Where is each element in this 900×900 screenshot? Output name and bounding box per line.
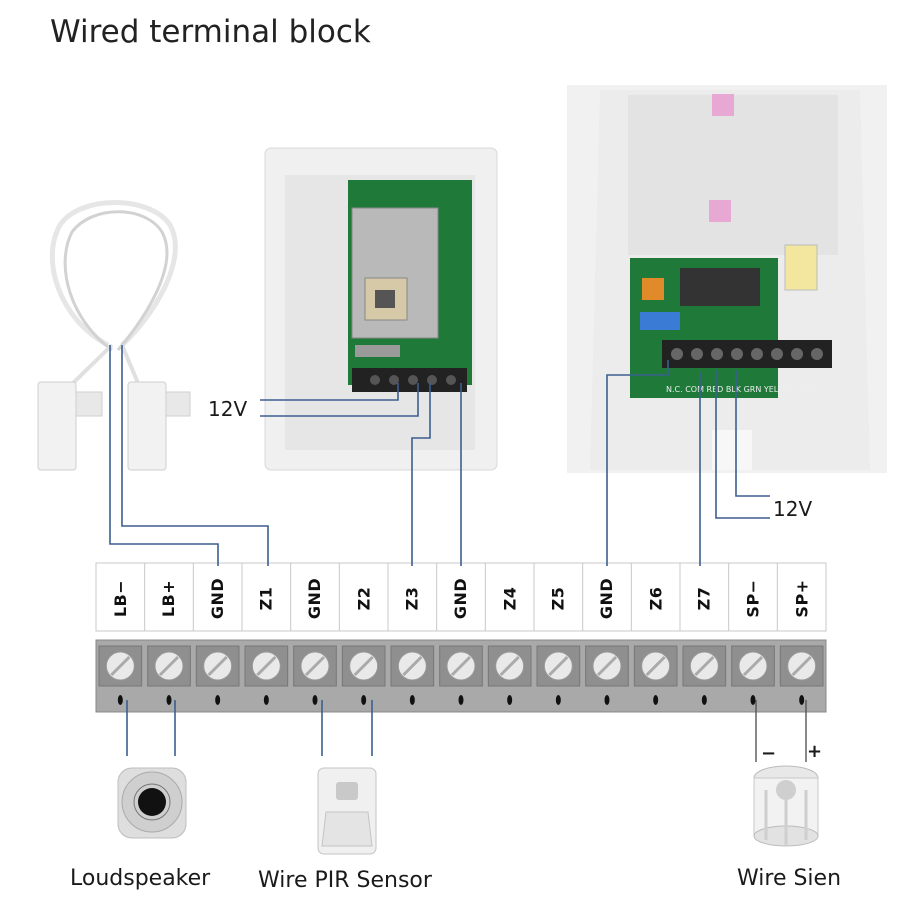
- pir-board-image: [264, 147, 498, 471]
- siren-caption: Wire Sien: [737, 866, 842, 891]
- screw-slot-icon: [110, 655, 131, 677]
- screw-slot-icon: [499, 655, 520, 677]
- terminal-label: Z2: [339, 566, 388, 630]
- wire-pir-12v-b: [260, 383, 419, 417]
- screw-slot-icon: [304, 655, 326, 677]
- terminal-label-text: GND: [597, 577, 617, 619]
- terminal-label: SP+: [777, 566, 826, 630]
- terminal-label-text: LB+: [159, 579, 179, 617]
- terminal-wire-hole: [701, 695, 707, 705]
- terminal-wire-hole: [409, 695, 415, 705]
- terminal-label: GND: [193, 566, 242, 630]
- terminal-label-text: Z3: [402, 586, 422, 610]
- pir-caption: Wire PIR Sensor: [258, 868, 432, 893]
- pir-voltage-label: 12V: [208, 397, 248, 421]
- terminal-block: [95, 562, 827, 713]
- terminal-wire-hole: [117, 695, 123, 705]
- loudspeaker-image: [117, 767, 187, 839]
- loudspeaker-caption: Loudspeaker: [70, 866, 211, 891]
- detector-board-image: N.C. COM RED BLK GRN YEL TMP TMP: [567, 85, 887, 473]
- terminal-label: GND: [437, 566, 486, 630]
- screw-slot-icon: [207, 655, 228, 677]
- screw-slot-icon: [450, 655, 472, 677]
- terminal-label-text: Z2: [354, 586, 374, 610]
- terminal-label-text: GND: [305, 577, 325, 619]
- wire-pir-z3: [411, 383, 431, 566]
- screw-slot-icon: [596, 655, 618, 677]
- terminal-label-text: SP+: [792, 578, 812, 618]
- terminal-label-text: LB−: [110, 579, 130, 617]
- terminal-label: LB−: [96, 566, 145, 630]
- screw-slot-icon: [353, 655, 374, 677]
- terminal-label: GND: [291, 566, 340, 630]
- terminal-label: Z5: [534, 566, 583, 630]
- terminal-wire-hole: [215, 695, 221, 705]
- terminal-label-text: GND: [208, 577, 228, 619]
- terminal-label-text: Z4: [500, 586, 520, 610]
- terminal-label-text: Z5: [548, 586, 568, 610]
- wire-det-gnd: [606, 360, 669, 566]
- terminal-wire-hole: [604, 695, 610, 705]
- siren-minus-label: −: [761, 743, 777, 764]
- terminal-wire-hole: [263, 695, 269, 705]
- terminal-label: Z4: [485, 566, 534, 630]
- terminal-label: GND: [583, 566, 632, 630]
- screw-slot-icon: [791, 655, 812, 677]
- terminal-label-text: GND: [451, 577, 471, 619]
- terminal-label: Z7: [680, 566, 729, 630]
- wire-contact-gnd: [109, 345, 219, 566]
- wire-contact-z1: [121, 345, 269, 566]
- diagram-title: Wired terminal block: [50, 14, 371, 50]
- wire-det-12v-b: [735, 370, 770, 497]
- wire-det-12v-a: [715, 370, 770, 519]
- terminal-wire-hole: [312, 695, 318, 705]
- wire-pir-12v-a: [260, 383, 399, 401]
- screw-slot-icon: [256, 655, 277, 677]
- screw-slot-icon: [402, 655, 423, 677]
- siren-image: [753, 765, 819, 847]
- screw-slot-icon: [158, 655, 180, 677]
- door-contact-image: [37, 200, 191, 471]
- svg-text:N.C. COM RED BLK GRN YEL: N.C. COM RED BLK GRN YEL TMP TMP: [666, 385, 817, 394]
- siren-plus-label: +: [807, 741, 823, 762]
- terminal-wire-hole: [361, 695, 367, 705]
- terminal-wire-hole: [166, 695, 172, 705]
- screw-slot-icon: [694, 655, 715, 677]
- terminal-label: Z1: [242, 566, 291, 630]
- terminal-label-text: Z6: [646, 586, 666, 610]
- terminal-label: Z6: [631, 566, 680, 630]
- wiring: [109, 345, 770, 756]
- terminal-wire-hole: [555, 695, 561, 705]
- screw-slot-icon: [548, 655, 569, 677]
- terminal-label: LB+: [145, 566, 194, 630]
- terminal-wire-hole: [507, 695, 513, 705]
- terminal-label: Z3: [388, 566, 437, 630]
- terminal-wire-hole: [799, 695, 805, 705]
- terminal-label-text: Z7: [694, 586, 714, 610]
- terminal-label-text: Z1: [256, 586, 276, 610]
- siren-leads: [755, 700, 807, 762]
- screw-slot-icon: [742, 655, 764, 677]
- terminal-label-text: SP−: [743, 578, 763, 618]
- terminal-wire-hole: [458, 695, 464, 705]
- screw-slot-icon: [645, 655, 666, 677]
- detector-voltage-label: 12V: [773, 497, 813, 521]
- terminal-wire-hole: [653, 695, 659, 705]
- terminal-wire-hole: [750, 695, 756, 705]
- terminal-label: SP−: [729, 566, 778, 630]
- pir-sensor-image: [317, 767, 377, 855]
